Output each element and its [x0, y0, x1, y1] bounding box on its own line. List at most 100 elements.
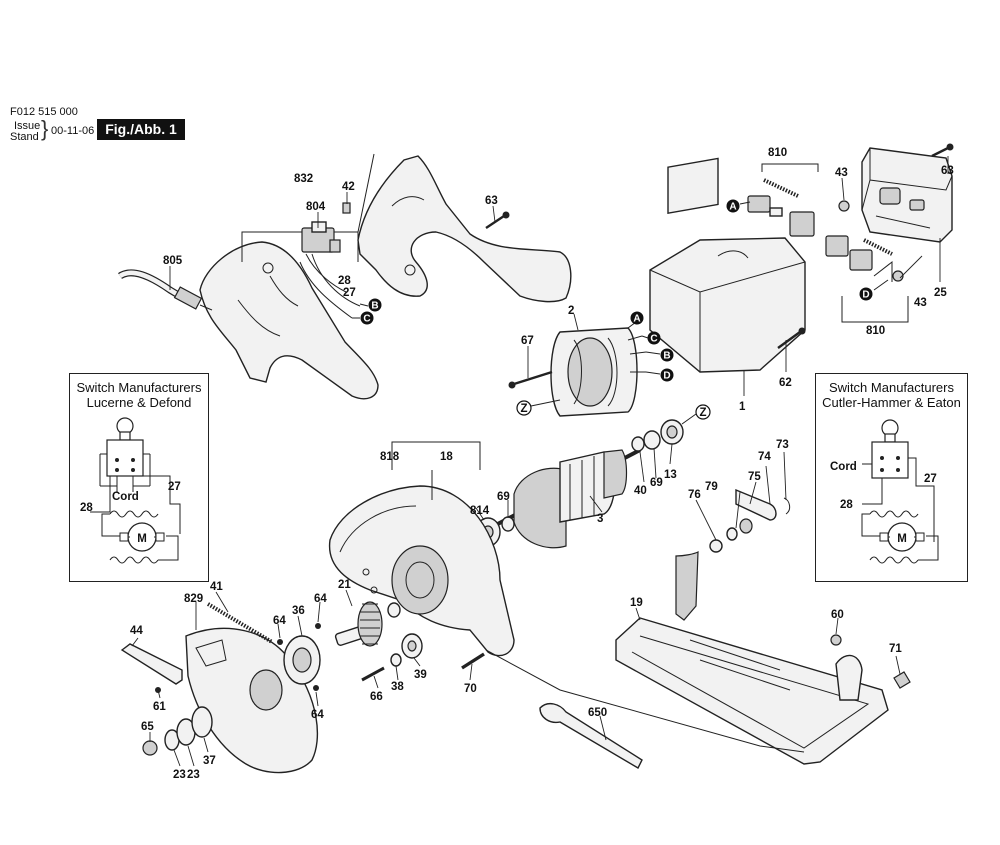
label-62: 62 [779, 377, 792, 389]
connector-c-switch: C [352, 311, 374, 325]
label-76: 76 [688, 489, 701, 501]
brush-cap-43-upper [838, 200, 850, 212]
label-42: 42 [342, 181, 355, 193]
document-number: F012 515 000 [10, 106, 78, 118]
screw-64c [313, 685, 319, 691]
label-23-b: 23 [187, 769, 200, 781]
label-69-lower: 69 [497, 491, 510, 503]
label-650: 650 [588, 707, 607, 719]
wing-nut-71 [893, 671, 911, 689]
label-64-a: 64 [314, 593, 327, 605]
leader-lines [131, 156, 949, 767]
switch-box-title-line2: Lucerne & Defond [86, 395, 192, 410]
label-79: 79 [705, 481, 718, 493]
connector-markers: A D B C A C B [352, 199, 889, 425]
label-23-a: 23 [173, 769, 186, 781]
motor-housing [649, 157, 806, 373]
issue-date: 00-11-06 [51, 125, 95, 137]
label-810-upper: 810 [768, 147, 787, 159]
connector-z-armature: Z [681, 404, 711, 425]
label-27: 27 [343, 287, 356, 299]
screw-66 [361, 666, 385, 682]
label-13: 13 [664, 469, 677, 481]
wrench-650 [539, 702, 643, 769]
power-cord [118, 269, 213, 311]
switch-trigger-icon [116, 417, 134, 441]
label-75: 75 [748, 471, 761, 483]
lead-27-left: 27 [168, 481, 181, 493]
svg-text:D: D [862, 290, 869, 301]
lead-28-right: 28 [840, 499, 853, 511]
label-818: 818 [380, 451, 400, 463]
label-814: 814 [470, 505, 490, 517]
washer-76 [709, 539, 723, 553]
label-40: 40 [634, 485, 647, 497]
pin-38 [390, 653, 402, 667]
label-43-lower: 43 [914, 297, 927, 309]
label-63-cap: 63 [941, 165, 954, 177]
label-25: 25 [934, 287, 947, 299]
connector-z-stator: Z [516, 399, 561, 416]
brush-cap-43-lower [892, 270, 904, 282]
label-28: 28 [338, 275, 351, 287]
svg-text:C: C [363, 314, 370, 325]
bearing-13 [660, 419, 684, 445]
motor-label-left: M [137, 533, 147, 545]
switch-trigger-icon [881, 419, 899, 443]
label-37: 37 [203, 755, 216, 767]
issue-label: Issue [14, 120, 41, 132]
connector-a-stator: A [627, 311, 644, 329]
switch-box-title-line1: Switch Manufacturers [829, 380, 954, 395]
svg-text:C: C [650, 334, 657, 345]
part-42-clip [342, 202, 351, 214]
label-832: 832 [294, 173, 313, 185]
screw-64b [315, 623, 321, 629]
svg-text:Z: Z [520, 403, 527, 415]
wiring-schematic-left: Cord 27 28 M [80, 417, 181, 564]
label-60: 60 [831, 609, 844, 621]
label-3: 3 [597, 513, 603, 525]
part-21-bushing [387, 602, 401, 618]
label-38: 38 [391, 681, 404, 693]
label-829: 829 [184, 593, 203, 605]
svg-text:Z: Z [699, 407, 706, 419]
clip-73 [783, 497, 791, 515]
washer-69-lower [501, 516, 515, 532]
nut-74 [739, 518, 753, 534]
connector-c-stator: C [641, 331, 661, 345]
connector-d-stator: D [645, 368, 674, 382]
svg-text:A: A [729, 202, 736, 213]
label-70: 70 [464, 683, 477, 695]
screw-64a [277, 639, 283, 645]
issue-brace-icon: } [41, 116, 49, 141]
screw-63-handle [485, 211, 510, 229]
connector-b-switch: B [359, 298, 382, 312]
label-2: 2 [568, 305, 574, 317]
motor-label-right: M [897, 533, 907, 545]
lead-27-right: 27 [924, 473, 937, 485]
washer-79 [726, 527, 738, 541]
switch-wiring-box-cutler-hammer-eaton: Switch Manufacturers Cutler-Hammer & Eat… [815, 373, 968, 582]
label-1: 1 [739, 401, 746, 413]
pin-70 [461, 652, 485, 670]
flange-36 [283, 635, 321, 685]
label-71: 71 [889, 643, 902, 655]
label-19: 19 [630, 597, 643, 609]
cord-label-left: Cord [112, 491, 139, 503]
brush-holder-lower [825, 235, 893, 282]
bearing-39 [401, 633, 423, 659]
label-36: 36 [292, 605, 305, 617]
lever-75 [735, 488, 777, 521]
spring-41 [206, 602, 274, 644]
label-810-lower: 810 [866, 325, 885, 337]
label-63-handle: 63 [485, 195, 498, 207]
switch-body [106, 439, 144, 477]
brush-end-cap [861, 147, 953, 243]
label-65: 65 [141, 721, 154, 733]
svg-text:B: B [663, 351, 670, 362]
label-39: 39 [414, 669, 427, 681]
field-stator [550, 327, 647, 417]
connector-a-upper: A [726, 199, 751, 213]
label-61: 61 [153, 701, 166, 713]
